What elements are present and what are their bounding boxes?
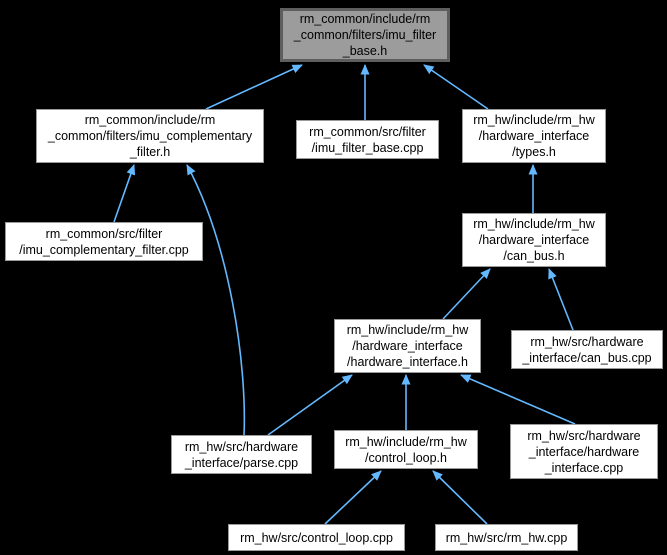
edge-types-h-to-imu-filter-base-h (423, 64, 489, 110)
edge-parse-cpp-to-hardware-interface-h (267, 374, 353, 436)
graph-node-imu-filter-base-h[interactable]: rm_common/include/rm _common/filters/imu… (280, 8, 450, 62)
edge-can-bus-cpp-to-can-bus-h (548, 268, 574, 331)
graph-node-can-bus-h[interactable]: rm_hw/include/rm_hw /hardware_interface … (462, 213, 606, 267)
graph-node-imu-filter-base-cpp[interactable]: rm_common/src/filter /imu_filter_base.cp… (296, 120, 439, 159)
graph-node-parse-cpp[interactable]: rm_hw/src/hardware _interface/parse.cpp (171, 435, 312, 474)
graph-node-imu-complementary-filter-cpp[interactable]: rm_common/src/filter /imu_complementary_… (5, 222, 203, 261)
graph-node-hardware-interface-cpp[interactable]: rm_hw/src/hardware _interface/hardware _… (510, 424, 658, 479)
edge-parse-cpp-to-imu-complementary-filter-h (186, 164, 246, 436)
graph-node-control-loop-h[interactable]: rm_hw/include/rm_hw /control_loop.h (334, 430, 478, 469)
edge-rm-hw-cpp-to-control-loop-h (432, 470, 488, 525)
graph-node-rm-hw-cpp[interactable]: rm_hw/src/rm_hw.cpp (435, 524, 578, 551)
edges-group (113, 64, 576, 525)
graph-node-control-loop-cpp[interactable]: rm_hw/src/control_loop.cpp (228, 524, 405, 551)
edge-hardware-interface-h-to-can-bus-h (442, 268, 491, 320)
edge-imu-complementary-filter-h-to-imu-filter-base-h (205, 64, 303, 110)
graph-node-hardware-interface-h[interactable]: rm_hw/include/rm_hw /hardware_interface … (334, 319, 481, 373)
edge-hardware-interface-cpp-to-hardware-interface-h (460, 374, 576, 425)
graph-node-imu-complementary-filter-h[interactable]: rm_common/include/rm _common/filters/imu… (36, 109, 264, 163)
edge-control-loop-cpp-to-control-loop-h (324, 470, 382, 525)
edge-imu-complementary-filter-cpp-to-imu-complementary-filter-h (113, 164, 136, 223)
graph-node-types-h[interactable]: rm_hw/include/rm_hw /hardware_interface … (462, 109, 606, 163)
graph-node-can-bus-cpp[interactable]: rm_hw/src/hardware _interface/can_bus.cp… (511, 330, 663, 369)
